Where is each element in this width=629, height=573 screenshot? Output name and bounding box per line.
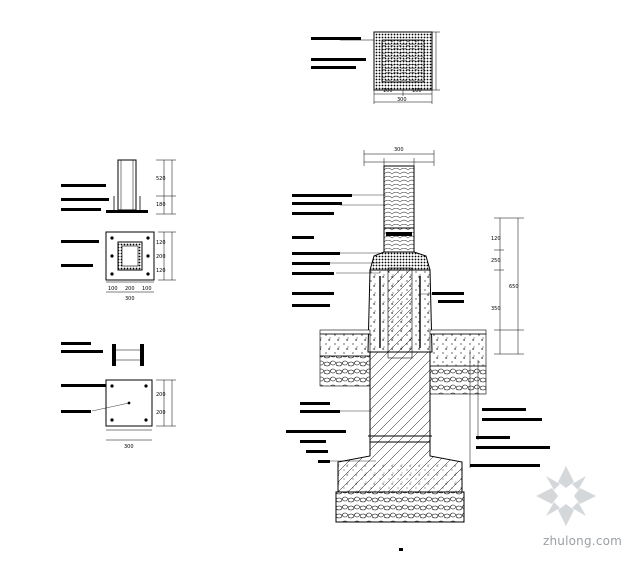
note-bar — [306, 450, 328, 453]
section-marker — [399, 548, 403, 551]
dim-label: 350 — [491, 306, 501, 312]
dim-label: 200 — [156, 410, 166, 416]
dim-label: 200 — [156, 392, 166, 398]
dim-label: 100 — [108, 286, 118, 292]
note-bar — [286, 430, 346, 433]
dim-label: 200 — [156, 254, 166, 260]
pier-cap — [369, 251, 431, 271]
dim-label: 300 — [124, 444, 134, 450]
watermark-text: zhulong.com — [543, 534, 623, 548]
note-bar — [61, 342, 91, 345]
note-bar — [311, 66, 356, 69]
note-bar — [292, 304, 330, 307]
note-bar — [61, 410, 91, 413]
dim-label: 100 — [412, 88, 422, 94]
note-bar — [61, 350, 103, 353]
paving-left — [319, 329, 371, 335]
steel-plate — [386, 232, 412, 236]
note-bar — [438, 300, 464, 303]
main-section-detail: 300 120 250 — [319, 147, 524, 551]
upper-left-detail: 520 180 — [61, 159, 176, 215]
lower-pier — [369, 351, 431, 443]
dim-label: 200 — [125, 286, 135, 292]
note-bar — [476, 436, 510, 439]
note-bar — [300, 440, 326, 443]
dim-label: 180 — [156, 202, 166, 208]
note-bar — [61, 198, 109, 201]
top-plan-detail: 100 100 300 — [311, 31, 440, 104]
note-bar — [292, 262, 330, 265]
base-plate — [106, 210, 148, 213]
dim-label: 120 — [491, 236, 501, 242]
note-bar — [476, 446, 550, 449]
dim-label: 250 — [491, 258, 501, 264]
middle-left-detail: 100 200 100 300 120 200 120 — [61, 231, 176, 302]
note-bar — [482, 408, 526, 411]
main-right-notes — [420, 292, 550, 468]
note-bar — [482, 418, 542, 421]
gravel-bed — [335, 491, 465, 523]
dim-label: 300 — [125, 296, 135, 302]
gravel-left — [319, 355, 371, 387]
timber-post-base — [383, 227, 415, 255]
dim-label: 300 — [394, 147, 404, 153]
dim-label: 300 — [397, 97, 407, 103]
dim-label: 120 — [156, 240, 166, 246]
dim-label: 520 — [156, 176, 166, 182]
dim-label: 100 — [383, 88, 393, 94]
steel-connector — [117, 159, 137, 211]
paving-base-left — [319, 333, 371, 357]
main-left-notes — [286, 194, 386, 463]
note-bar — [470, 464, 540, 467]
note-bar — [292, 252, 340, 255]
zhulong-logo-icon — [536, 466, 596, 526]
note-bar — [318, 460, 330, 463]
dim-label: 650 — [509, 284, 519, 290]
note-bar — [292, 194, 352, 197]
note-bar — [311, 37, 361, 40]
note-bar — [311, 58, 366, 61]
note-bar — [292, 272, 334, 275]
paving-base-right — [429, 333, 487, 367]
note-bar — [61, 240, 99, 243]
dim-label: 120 — [156, 268, 166, 274]
note-bar — [292, 212, 334, 215]
gravel-right — [429, 365, 487, 395]
note-bar — [292, 236, 314, 239]
note-bar — [61, 384, 106, 387]
note-bar — [61, 264, 93, 267]
note-bar — [432, 292, 464, 295]
timber-post — [383, 165, 415, 229]
note-bar — [300, 402, 330, 405]
note-bar — [61, 184, 106, 187]
timber-post-section — [381, 39, 425, 83]
concrete-core — [387, 267, 413, 359]
note-bar — [300, 410, 340, 413]
dim-label: 100 — [142, 286, 152, 292]
paving-right — [429, 329, 487, 335]
note-bar — [292, 292, 334, 295]
lower-left-detail: 300 200 200 — [61, 342, 176, 450]
note-bar — [292, 202, 342, 205]
note-bar — [61, 208, 101, 211]
